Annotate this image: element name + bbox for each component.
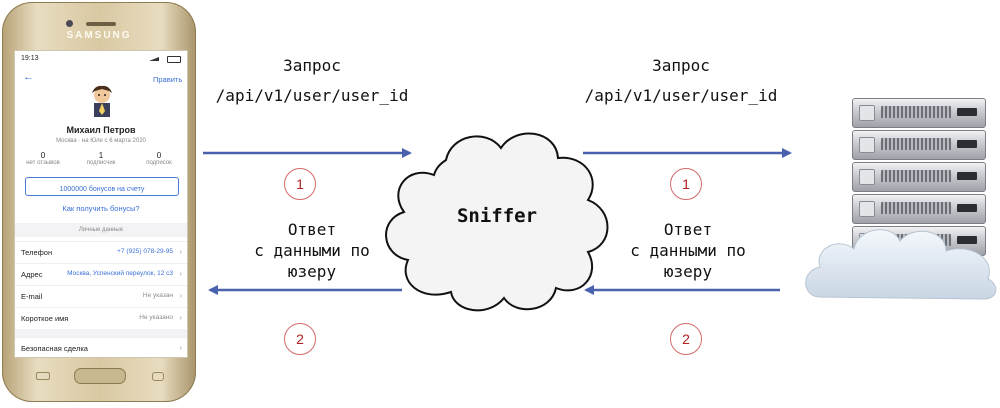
speaker-grille [86, 22, 116, 26]
left-response-line2: с данными по [254, 241, 370, 260]
left-response-line1: Ответ [287, 220, 337, 239]
server-unit [852, 98, 986, 128]
chevron-right-icon: › [179, 343, 182, 352]
server-unit [852, 130, 986, 160]
smartphone: SAMSUNG 19:13 ← Править Михаил Петров Мо… [2, 2, 196, 402]
stat-reviews: 0 нет отзывов [26, 151, 60, 166]
step-2-right: 2 [670, 323, 702, 355]
avatar [87, 81, 117, 117]
right-response-line2: с данными по [630, 241, 746, 260]
home-button [74, 368, 126, 384]
row-phone[interactable]: Телефон+7 (925) 078-29-95› [15, 241, 187, 262]
status-icons [149, 56, 181, 63]
user-meta: Москва · на Юле с 6 марта 2020 [56, 138, 146, 144]
left-request-path: /api/v1/user/user_id [215, 86, 409, 105]
status-time: 19:13 [21, 55, 39, 62]
right-request-path: /api/v1/user/user_id [584, 86, 778, 105]
recent-apps-key-icon [36, 372, 50, 380]
bonus-button[interactable]: 1000000 бонусов на счету [25, 177, 179, 196]
server-cloud-icon [805, 229, 997, 300]
bonus-link[interactable]: Как получить бонусы? [62, 204, 140, 213]
stat-followers[interactable]: 1 подписчик [86, 151, 116, 166]
phone-screen: 19:13 ← Править Михаил Петров Москва · н… [14, 50, 188, 358]
user-stats: 0 нет отзывов 1 подписчик 0 подписок [15, 151, 187, 173]
step-2-left: 2 [284, 323, 316, 355]
stat-subscriptions[interactable]: 0 подписок [146, 151, 172, 166]
back-arrow-icon[interactable]: ← [23, 71, 34, 83]
chevron-right-icon: › [179, 269, 182, 278]
chevron-right-icon: › [179, 291, 182, 300]
back-key-icon [152, 372, 164, 381]
row-safe-deal[interactable]: Безопасная сделка› [15, 337, 187, 357]
server-unit [852, 162, 986, 192]
sniffer-cloud [385, 132, 609, 312]
left-response-line3: юзеру [287, 262, 337, 281]
divider [15, 329, 187, 337]
sniffer-label: Sniffer [456, 205, 538, 227]
edit-button[interactable]: Править [153, 75, 183, 84]
right-response-line3: юзеру [663, 262, 713, 281]
front-camera-icon [66, 20, 73, 27]
right-response-line1: Ответ [663, 220, 713, 239]
step-1-left: 1 [284, 168, 316, 200]
left-request-title: Запрос [283, 56, 341, 75]
user-name: Михаил Петров [66, 125, 136, 135]
chevron-right-icon: › [179, 313, 182, 322]
chevron-right-icon: › [179, 247, 182, 256]
server-unit [852, 194, 986, 224]
right-request-title: Запрос [652, 56, 710, 75]
phone-brand: SAMSUNG [66, 30, 132, 41]
step-1-right: 1 [670, 168, 702, 200]
section-header: Личные данные [15, 223, 187, 237]
